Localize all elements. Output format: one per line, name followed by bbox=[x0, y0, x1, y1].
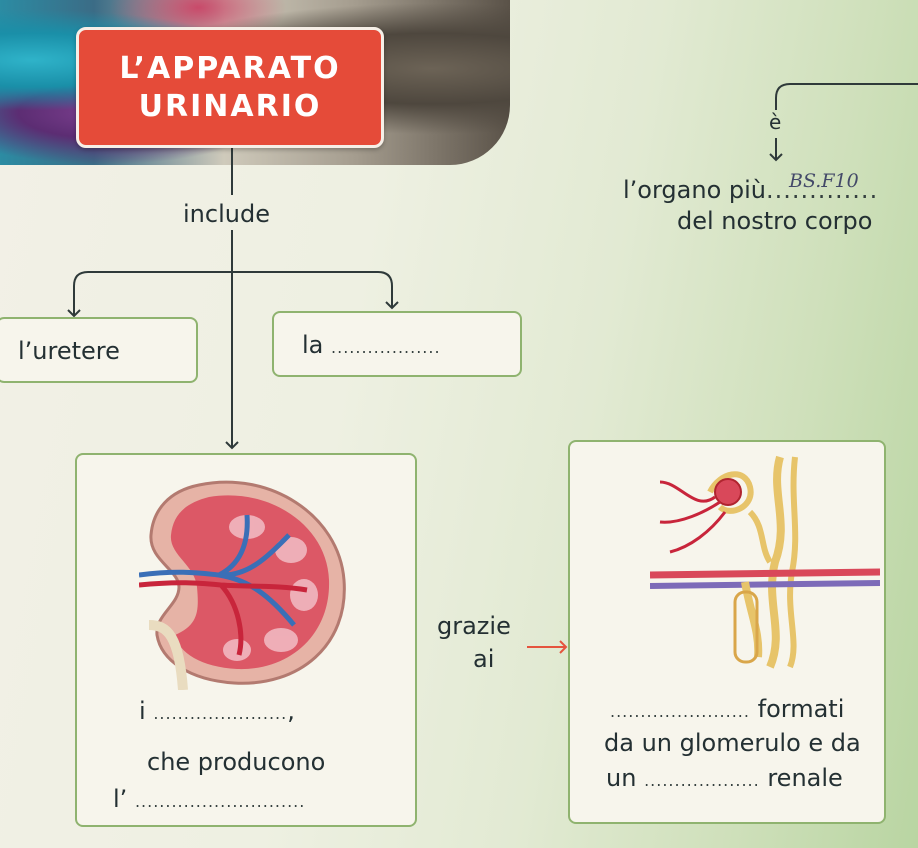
e-connector bbox=[769, 83, 918, 162]
nephron-line-3-suffix: renale bbox=[767, 764, 843, 792]
include-label: include bbox=[183, 200, 270, 228]
organ-prefix: l’organo più bbox=[623, 176, 767, 204]
kidney-line-1-prefix: i bbox=[139, 697, 146, 725]
organ-blank: ............. bbox=[766, 176, 879, 204]
kidney-line-1-blank: ...................... bbox=[153, 704, 288, 723]
nephron-line-3-blank: ................... bbox=[644, 771, 760, 790]
nephron-line-1: ....................... formati bbox=[610, 695, 844, 723]
nephron-line-1-suffix: formati bbox=[757, 695, 845, 723]
kidney-line-3-prefix: l’ bbox=[113, 785, 128, 813]
kidney-line-1: i ......................, bbox=[139, 697, 295, 725]
title-line-1: L’APPARATO bbox=[119, 50, 341, 86]
nephron-line-2: da un glomerulo e da bbox=[604, 729, 861, 757]
kidney-box: i ......................, che producono … bbox=[75, 453, 417, 827]
nephron-line-1-blank: ....................... bbox=[610, 702, 750, 721]
title-line-2: URINARIO bbox=[138, 88, 322, 124]
bladder-line: la .................. bbox=[302, 331, 441, 359]
nephron-illustration bbox=[650, 455, 880, 669]
bladder-box: la .................. bbox=[272, 311, 522, 377]
title-box: L’APPARATO URINARIO bbox=[76, 27, 384, 148]
organ-text-line-2: del nostro corpo bbox=[677, 207, 873, 235]
handwritten-answer: BS.F10 bbox=[789, 170, 859, 192]
organ-text-line-1: l’organo più............. bbox=[623, 176, 878, 204]
ureter-label: l’uretere bbox=[18, 337, 120, 365]
bladder-blank: .................. bbox=[331, 338, 441, 357]
nephron-line-3-prefix: un bbox=[606, 764, 637, 792]
include-connector bbox=[67, 148, 399, 450]
kidney-line-3: l’ ............................ bbox=[113, 785, 305, 813]
ai-label: ai bbox=[473, 645, 495, 673]
kidney-line-3-blank: ............................ bbox=[134, 792, 306, 811]
nephron-box: ....................... formati da un gl… bbox=[568, 440, 886, 824]
bladder-prefix: la bbox=[302, 331, 324, 359]
kidney-line-2: che producono bbox=[147, 748, 326, 776]
nephron-line-3: un ................... renale bbox=[606, 764, 843, 792]
kidney-line-1-suffix: , bbox=[287, 697, 295, 725]
e-label: è bbox=[769, 110, 782, 134]
kidney-illustration bbox=[139, 480, 346, 690]
ureter-box: l’uretere bbox=[0, 317, 198, 383]
grazie-label: grazie bbox=[437, 612, 511, 640]
